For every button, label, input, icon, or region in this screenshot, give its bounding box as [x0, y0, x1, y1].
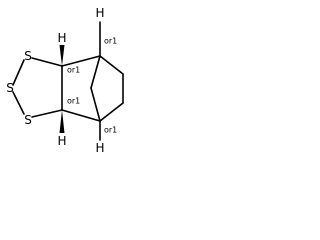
stereo-label-lower-right: or1	[104, 126, 117, 135]
bond-s-bot-c-ll	[31, 109, 63, 118]
sulfur-atom-middle: S	[6, 81, 14, 95]
bond-s-top-c-ul	[31, 57, 63, 67]
bond-c-ur-c-bridge	[90, 55, 101, 89]
bond-s-top-s-mid	[12, 59, 25, 86]
hydrogen-lower-left: H	[57, 134, 66, 148]
hydrogen-lower-right: H	[95, 141, 104, 155]
hydrogen-upper-right: H	[95, 6, 104, 20]
bond-c-ll-c-lr	[61, 109, 101, 122]
wedge-c-ul-h	[59, 45, 65, 66]
bond-c-br2-c-lr	[99, 102, 124, 122]
stereo-label-upper-right: or1	[104, 37, 117, 46]
sulfur-atom-top: S	[24, 49, 32, 63]
structure-drawing: S S S H H H H or1 or1 or1 or1	[6, 6, 124, 155]
bond-c-ul-c-ur	[61, 55, 101, 67]
wedge-c-ll-h	[59, 110, 65, 133]
bond-c-bridge-c-lr	[90, 87, 101, 122]
sulfur-atom-bottom: S	[24, 113, 32, 127]
bond-c-ur-c-br	[99, 55, 124, 75]
hydrogen-upper-left: H	[57, 31, 66, 45]
bond-s-mid-s-bot	[12, 91, 25, 115]
stereo-label-lower-left: or1	[67, 97, 80, 106]
stereo-label-upper-left: or1	[67, 66, 80, 75]
